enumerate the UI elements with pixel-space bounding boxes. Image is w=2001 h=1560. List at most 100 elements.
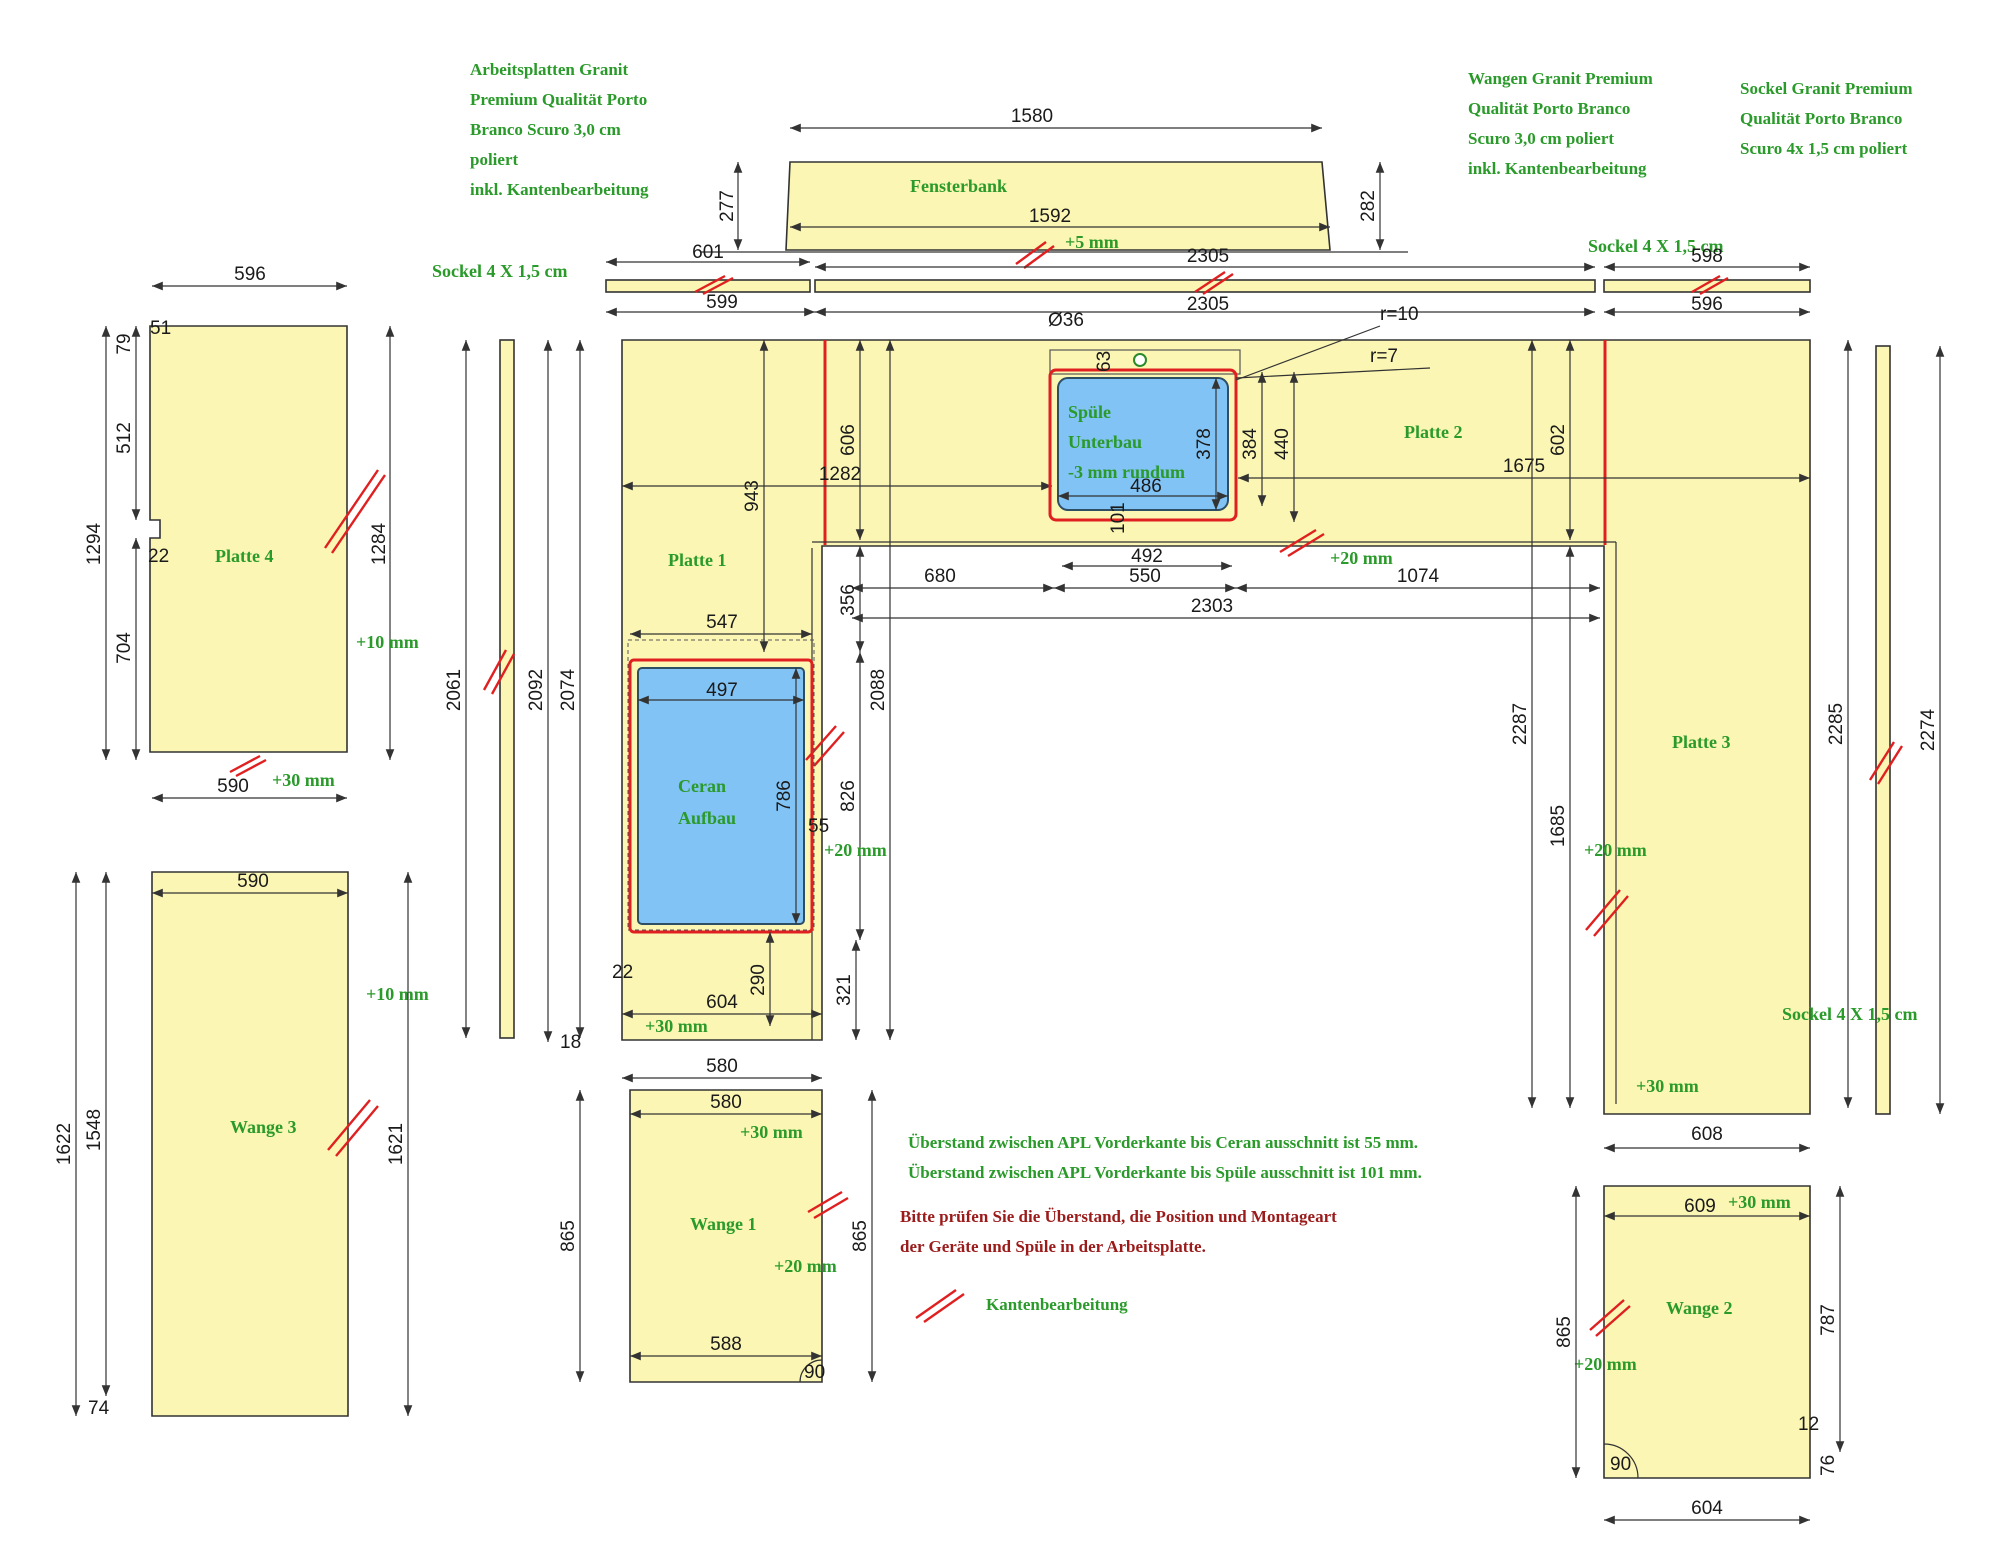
extra-30mm-c: +30 mm: [645, 1016, 708, 1036]
dim-356: 356: [838, 584, 859, 616]
svg-text:Scuro 3,0 cm poliert: Scuro 3,0 cm poliert: [1468, 129, 1614, 148]
extra-20mm-d: +20 mm: [774, 1256, 837, 1276]
dim-486: 486: [1130, 476, 1162, 497]
edge-mark: [327, 1099, 379, 1157]
dim-1675: 1675: [1503, 456, 1545, 477]
edge-legend-icon: [915, 1289, 965, 1323]
wange3-label: Wange 3: [230, 1117, 297, 1137]
platte3-label: Platte 3: [1672, 732, 1730, 752]
dim-1580: 1580: [1011, 106, 1053, 127]
dim-1074: 1074: [1397, 566, 1440, 587]
edge-mark: [807, 1190, 849, 1220]
dim-1282: 1282: [819, 464, 861, 485]
dim-943: 943: [742, 480, 763, 512]
dim-492: 492: [1131, 546, 1163, 567]
dim-608: 608: [1691, 1124, 1723, 1145]
dim-601: 601: [692, 242, 724, 263]
dim-512: 512: [114, 422, 135, 454]
extra-20mm-a: +20 mm: [1330, 548, 1393, 568]
svg-text:Qualität Porto Branco: Qualität Porto Branco: [1468, 99, 1630, 118]
edge-mark: [229, 754, 267, 778]
dim-79: 79: [114, 333, 135, 354]
dim-1621: 1621: [386, 1123, 407, 1165]
dim-1592: 1592: [1029, 206, 1071, 227]
extra-30mm-e: +30 mm: [1728, 1192, 1791, 1212]
dim-865b: 865: [850, 1220, 871, 1252]
dim-2092: 2092: [526, 669, 547, 711]
dim-22a: 22: [148, 546, 169, 567]
svg-text:inkl. Kantenbearbeitung: inkl. Kantenbearbeitung: [1468, 159, 1647, 178]
extra-5mm: +5 mm: [1065, 232, 1119, 252]
svg-text:Bitte prüfen Sie die Überstand: Bitte prüfen Sie die Überstand, die Posi…: [900, 1207, 1337, 1226]
wange-1: 580 +30 mm Wange 1 +20 mm 865 865 588 90: [558, 1089, 877, 1383]
sink-label-3: -3 mm rundum: [1068, 462, 1185, 482]
legend-label: Kantenbearbeitung: [986, 1295, 1128, 1314]
dim-90a: 90: [804, 1362, 825, 1383]
dim-2287: 2287: [1510, 703, 1531, 745]
dim-101: 101: [1108, 502, 1129, 534]
extra-10mm-a: +10 mm: [356, 632, 419, 652]
dim-2274: 2274: [1918, 708, 1939, 751]
worktop-u: Platte 1 Platte 2 Platte 3 2092 2074 18 …: [526, 339, 1853, 1153]
wange2-label: Wange 2: [1666, 1298, 1733, 1318]
ceran-cutout: Ceran Aufbau 547 497 786 55 290: [627, 612, 829, 1026]
dim-547: 547: [706, 612, 738, 633]
edge-mark: [1279, 528, 1325, 558]
sockel-strip-right: 2274 Sockel 4 X 1,5 cm: [1782, 345, 1945, 1115]
edge-mark: [1691, 274, 1729, 296]
dim-12: 12: [1798, 1414, 1819, 1435]
svg-text:Arbeitsplatten Granit: Arbeitsplatten Granit: [470, 60, 629, 79]
dim-596b: 596: [1691, 294, 1723, 315]
dim-18: 18: [560, 1032, 581, 1053]
extra-30mm-d: +30 mm: [740, 1122, 803, 1142]
svg-text:Scuro 4x 1,5 cm poliert: Scuro 4x 1,5 cm poliert: [1740, 139, 1908, 158]
dim-550: 550: [1129, 566, 1161, 587]
extra-30mm-a: +30 mm: [272, 770, 335, 790]
dim-22b: 22: [612, 962, 633, 983]
dim-606: 606: [838, 424, 859, 456]
dim-290: 290: [748, 964, 769, 996]
dim-90b: 90: [1610, 1454, 1631, 1475]
dim-384: 384: [1240, 428, 1261, 460]
dim-2061: 2061: [444, 669, 465, 711]
dim-588: 588: [710, 1334, 742, 1355]
extra-20mm-e: +20 mm: [1574, 1354, 1637, 1374]
dim-51: 51: [150, 318, 171, 339]
dim-1294: 1294: [84, 522, 105, 565]
svg-text:inkl. Kantenbearbeitung: inkl. Kantenbearbeitung: [470, 180, 649, 199]
dim-55: 55: [808, 816, 829, 837]
dim-321: 321: [834, 974, 855, 1006]
dim-596a: 596: [234, 264, 266, 285]
dim-787: 787: [1818, 1304, 1839, 1336]
wange-2: 609 +30 mm Wange 2 +20 mm 865 787 12 76 …: [1554, 1185, 1845, 1525]
svg-text:Sockel Granit Premium: Sockel Granit Premium: [1740, 79, 1913, 98]
dim-282: 282: [1358, 190, 1379, 222]
platte1-label: Platte 1: [668, 550, 726, 570]
dim-2088: 2088: [868, 669, 889, 711]
dim-r10: r=10: [1380, 304, 1419, 325]
dim-1685: 1685: [1548, 805, 1569, 847]
dim-604b: 604: [1691, 1498, 1723, 1519]
dim-1622: 1622: [54, 1123, 75, 1165]
dim-680: 680: [924, 566, 956, 587]
dim-2074: 2074: [558, 668, 579, 711]
sockel-label-a: Sockel 4 X 1,5 cm: [432, 261, 567, 281]
svg-text:Überstand zwischen APL Vorderk: Überstand zwischen APL Vorderkante bis S…: [908, 1163, 1422, 1182]
dim-580b: 580: [710, 1092, 742, 1113]
edge-mark: [694, 274, 734, 296]
platte-4: 596 Platte 4 1294 512 704 79 51 22 1284 …: [84, 264, 419, 803]
ceran-label-2: Aufbau: [678, 808, 736, 828]
fensterbank-label: Fensterbank: [910, 176, 1007, 196]
fensterbank: Fensterbank 1580 1592 277 282 +5 mm: [700, 106, 1408, 269]
platte4-label: Platte 4: [215, 546, 273, 566]
extra-20mm-c: +20 mm: [824, 840, 887, 860]
panel-note: Wangen Granit Premium Qualität Porto Bra…: [1468, 69, 1653, 178]
svg-text:Premium Qualität Porto: Premium Qualität Porto: [470, 90, 647, 109]
dim-598: 598: [1691, 246, 1723, 267]
dim-599: 599: [706, 292, 738, 313]
dim-r7: r=7: [1370, 346, 1398, 367]
svg-text:Wangen Granit Premium: Wangen Granit Premium: [1468, 69, 1653, 88]
sink-cutout: Spüle Unterbau -3 mm rundum Ø36 r=10 r=7…: [1048, 304, 1431, 571]
dim-277: 277: [717, 190, 738, 222]
extra-30mm-b: +30 mm: [1636, 1076, 1699, 1096]
